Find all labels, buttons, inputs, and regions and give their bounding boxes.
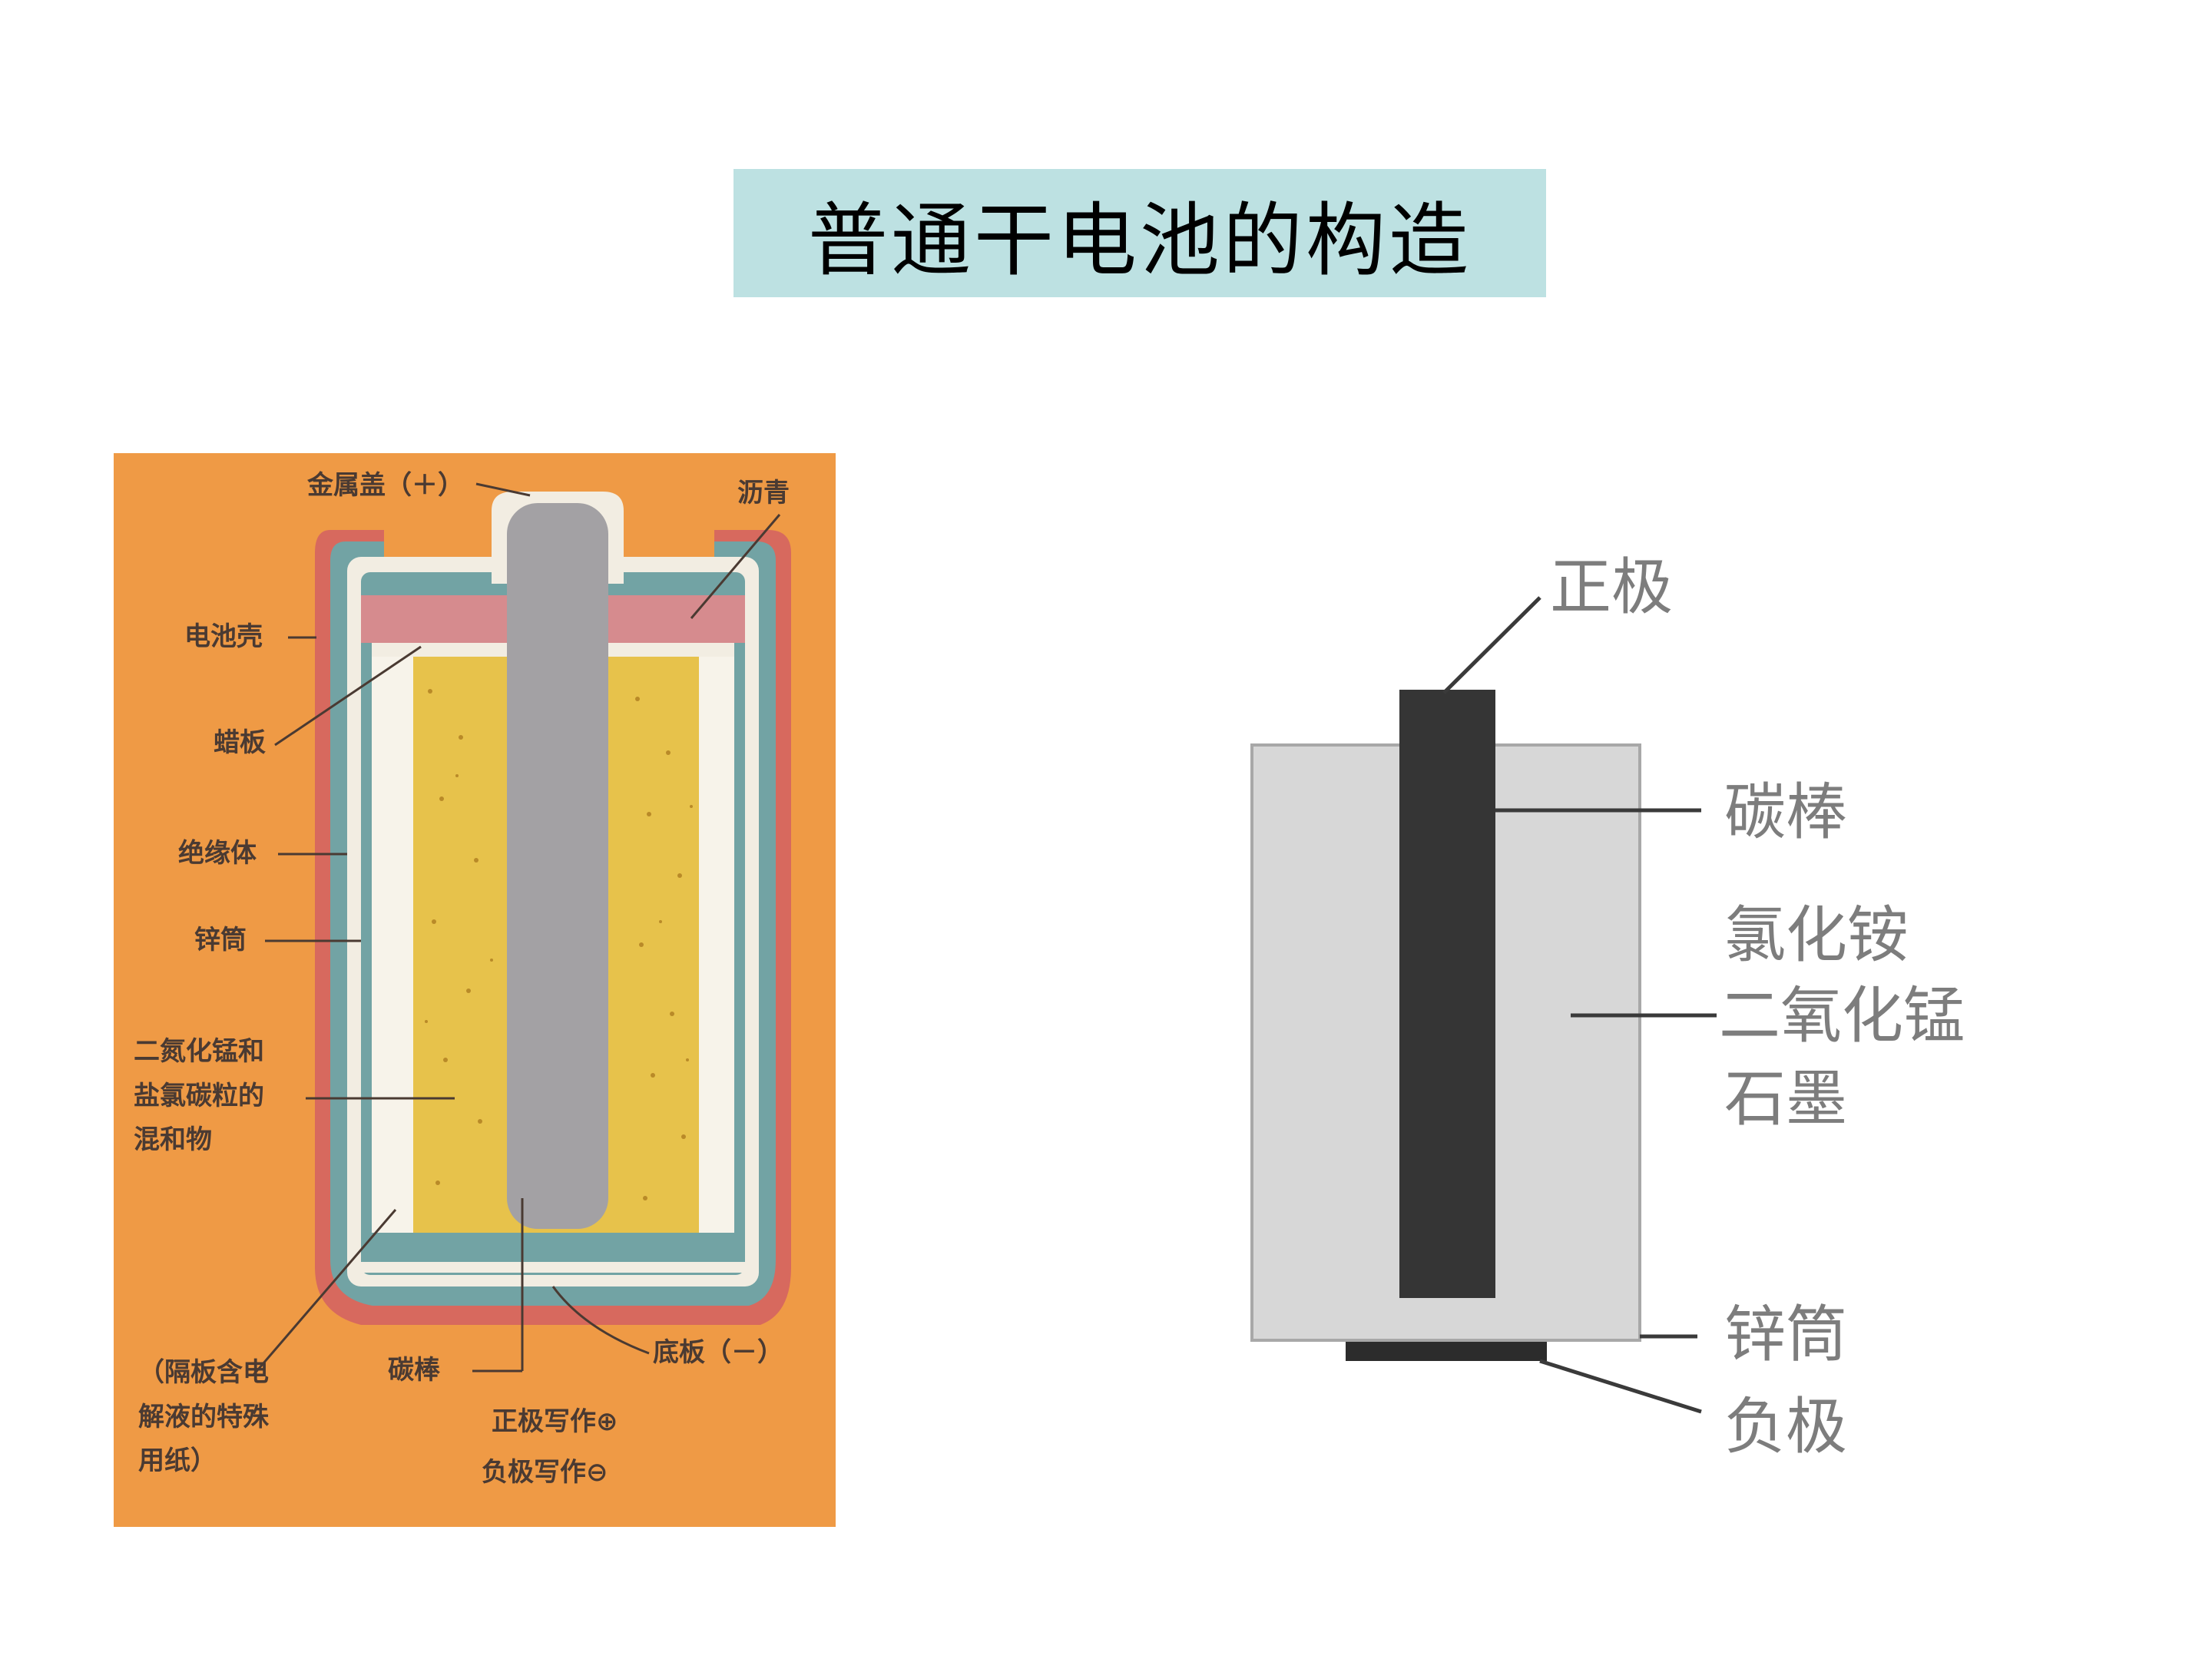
right-battery-diagram: 正极 碳棒 氯化铵 二氧化锰 石墨 锌筒 负极 bbox=[1250, 551, 1965, 1462]
mixture-speckles bbox=[425, 689, 693, 1200]
label-metal-cap: 金属盖（＋） bbox=[306, 470, 464, 501]
label-separator-3: 用纸） bbox=[138, 1445, 217, 1476]
label-separator-1: （隔板含电 bbox=[138, 1357, 269, 1388]
label-insulator: 绝缘体 bbox=[178, 838, 257, 869]
label-separator-2: 解液的特殊 bbox=[138, 1402, 270, 1432]
bottom-plate-zinc bbox=[372, 1233, 734, 1262]
label-negative: 负极 bbox=[1724, 1391, 1847, 1462]
label-contents-3: 石墨 bbox=[1724, 1063, 1847, 1134]
label-positive-note: 正极写作⊕ bbox=[492, 1406, 618, 1437]
label-zinc-tube-left: 锌筒 bbox=[194, 925, 247, 955]
label-mixture-1: 二氮化锰和 bbox=[134, 1036, 264, 1067]
title-box: 普通干电池的构造 bbox=[733, 169, 1546, 297]
label-negative-note: 负极写作⊖ bbox=[482, 1457, 608, 1488]
label-carbon-rod-right: 碳棒 bbox=[1724, 777, 1847, 848]
left-battery-diagram: 金属盖（＋） 沥青 电池壳 蜡板 绝缘体 锌筒 二氮化锰和 盐氯碳粒的 混和物 … bbox=[114, 453, 836, 1527]
label-bottom-plate: 底板（－） bbox=[653, 1337, 783, 1368]
label-battery-shell: 电池壳 bbox=[184, 621, 263, 652]
label-asphalt: 沥青 bbox=[737, 478, 790, 508]
bottom-insulator bbox=[361, 1262, 745, 1273]
label-mixture-2: 盐氯碳粒的 bbox=[134, 1081, 264, 1111]
carbon-rod-right bbox=[1399, 690, 1495, 1298]
right-leader-lines bbox=[1442, 596, 1717, 1414]
label-wax-plate: 蜡板 bbox=[214, 727, 266, 758]
left-leader-lines bbox=[252, 482, 781, 1376]
page-title: 普通干电池的构造 bbox=[807, 194, 1472, 287]
label-contents-1: 氯化铵 bbox=[1724, 899, 1909, 971]
label-mixture-3: 混和物 bbox=[134, 1124, 212, 1155]
label-zinc-tube-right: 锌筒 bbox=[1724, 1299, 1847, 1370]
label-positive: 正极 bbox=[1550, 551, 1673, 623]
label-contents-2: 二氧化锰 bbox=[1719, 980, 1965, 1051]
carbon-rod bbox=[507, 503, 608, 1229]
label-carbon-rod-left: 碳棒 bbox=[388, 1355, 441, 1386]
